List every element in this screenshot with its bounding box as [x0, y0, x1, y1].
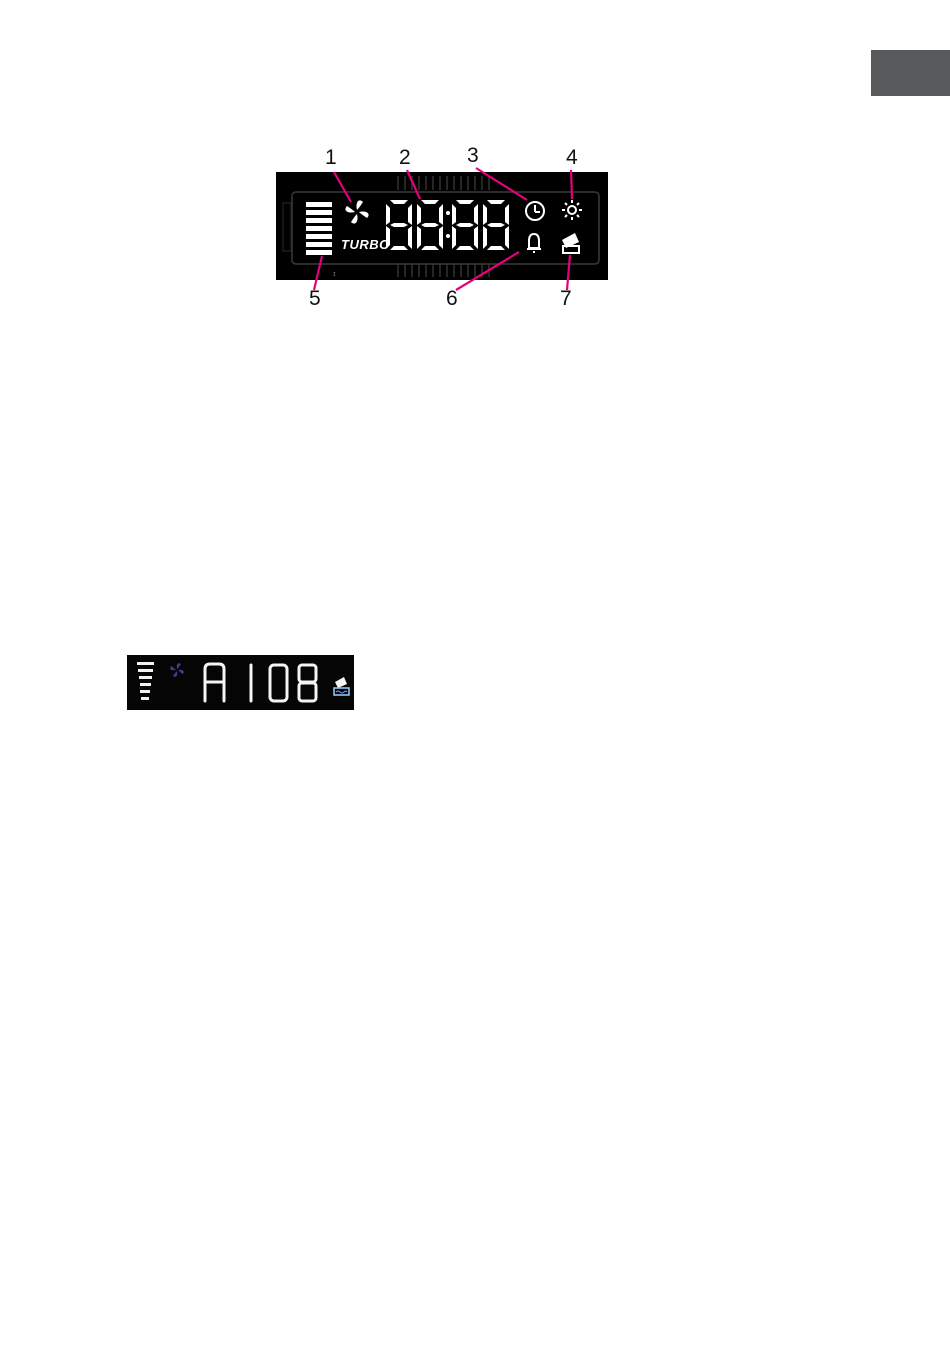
- callout-4: 4: [566, 147, 578, 168]
- callout-5: 5: [309, 288, 321, 309]
- callout-6: 6: [446, 288, 458, 309]
- example-display-graphic: [127, 655, 354, 710]
- callout-1: 1: [325, 147, 337, 168]
- callout-2: 2: [399, 147, 411, 168]
- example-display-photo: [127, 655, 354, 710]
- example-water-tank-icon: [334, 677, 349, 695]
- callout-7: 7: [560, 288, 572, 309]
- example-speed-bars: [137, 662, 154, 700]
- example-fan-icon: [170, 663, 184, 677]
- turbo-label: TURBO: [341, 237, 390, 252]
- svg-text:ɪ: ɪ: [333, 270, 336, 278]
- callout-3: 3: [467, 145, 479, 166]
- example-digits: [205, 664, 316, 701]
- lcd-diagram: ɪ: [0, 0, 950, 720]
